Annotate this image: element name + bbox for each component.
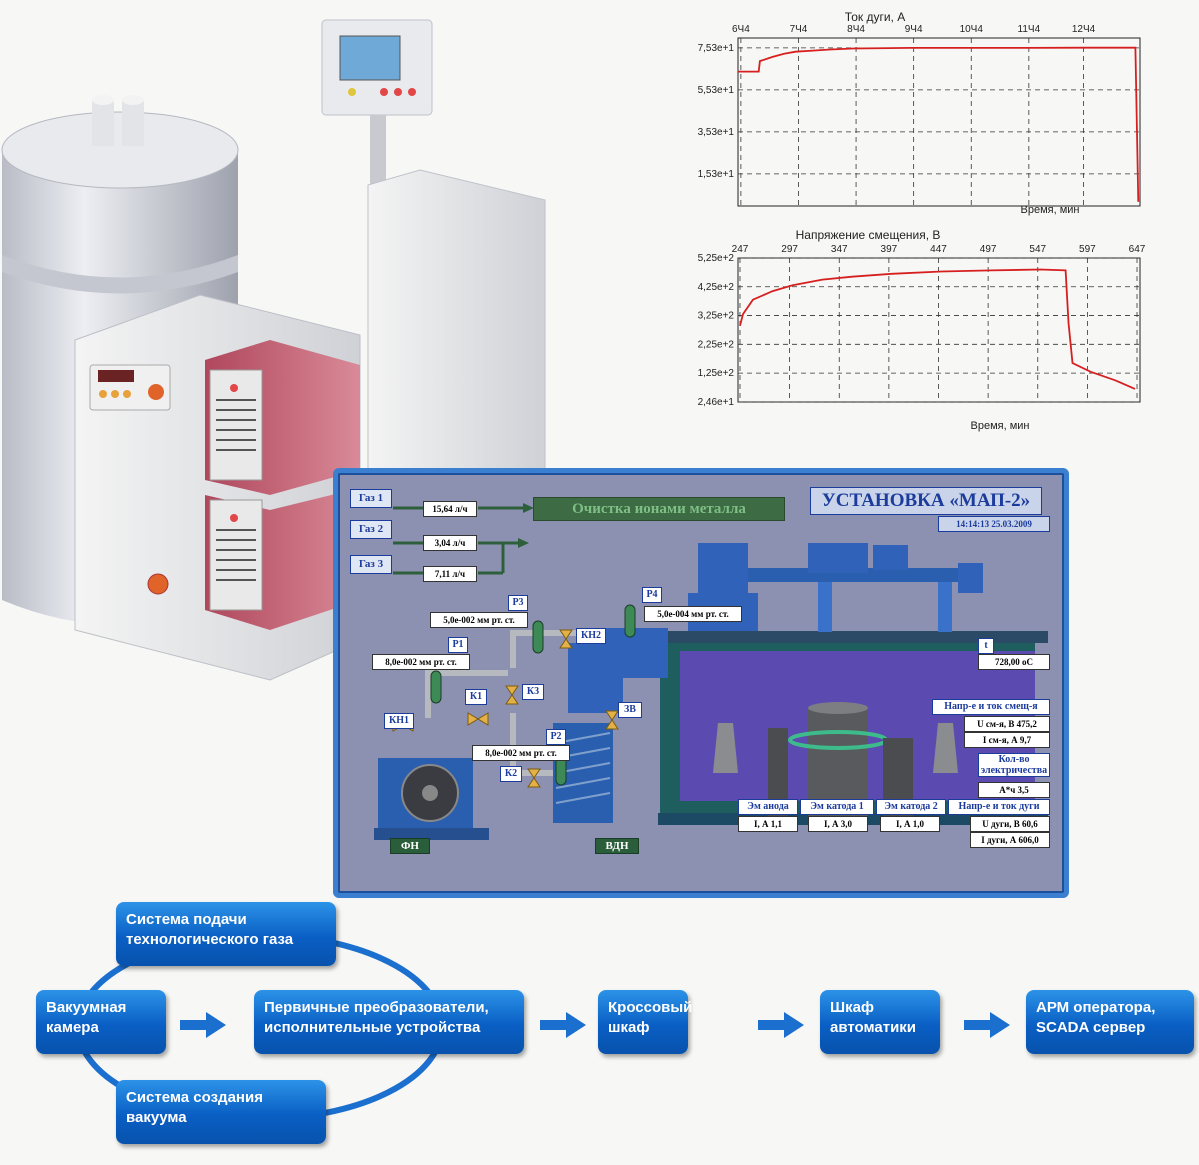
emitter-cathode-1-title: Эм катода 1 xyxy=(800,799,874,815)
plot-frame xyxy=(737,37,1141,207)
gas-1-label: Газ 1 xyxy=(350,489,392,508)
arc-current: I дуги, А 606,0 xyxy=(970,832,1050,848)
flow-arrow-icon xyxy=(180,1012,226,1038)
x-axis-label: Время, мин xyxy=(1020,204,1080,216)
valve-kn2[interactable]: КН2 xyxy=(576,628,606,644)
x-tick-label: 10Ч4 xyxy=(960,24,984,35)
gas-3-label: Газ 3 xyxy=(350,555,392,574)
sensor-p2-value: 8,0e-002 мм рт. ст. xyxy=(472,745,570,761)
sensor-p1-value: 8,0e-002 мм рт. ст. xyxy=(372,654,470,670)
emitter-anode-value: I, А 1,1 xyxy=(738,816,798,832)
emitter-anode-title: Эм анода xyxy=(738,799,798,815)
gas-2-flow: 3,04 л/ч xyxy=(423,535,477,551)
vacuum-system: Система создания вакуума xyxy=(116,1080,326,1144)
y-tick-label: 5,53e+1 xyxy=(698,85,735,96)
temperature-value: 728,00 оС xyxy=(978,654,1050,670)
sensor-p1-label: P1 xyxy=(448,637,468,653)
sensor-p3-value: 5,0e-002 мм рт. ст. xyxy=(430,612,528,628)
gas-1-flow: 15,64 л/ч xyxy=(423,501,477,517)
emitter-cathode-2-value: I, А 1,0 xyxy=(880,816,940,832)
y-tick-label: 7,53e+1 xyxy=(698,43,735,54)
arc-current-chart: Ток дуги, А 6Ч4 7Ч4 8Ч4 9Ч4 10Ч4 11Ч4 12Ч4 7,53… xyxy=(680,8,1180,218)
valve-k1[interactable]: К1 xyxy=(465,689,487,705)
installation-title: УСТАНОВКА «МАП-2» xyxy=(810,487,1042,515)
emitter-cathode-2-title: Эм катода 2 xyxy=(876,799,946,815)
y-tick-label: 4,25e+2 xyxy=(698,282,735,293)
arc-voltage: U дуги, В 60,6 xyxy=(970,816,1050,832)
sensor-p3-label: P3 xyxy=(508,595,528,611)
x-tick-label: 12Ч4 xyxy=(1072,24,1096,35)
valve-k3[interactable]: К3 xyxy=(522,684,544,700)
scada-screen: Очистка ионами металла УСТАНОВКА «МАП-2»… xyxy=(333,468,1069,898)
sensor-p4-value: 5,0e-004 мм рт. ст. xyxy=(644,606,742,622)
y-tick-label: 3,53e+1 xyxy=(698,127,735,138)
x-axis-label: Время, мин xyxy=(970,420,1030,432)
chart-title: Напряжение смещения, В xyxy=(795,228,941,242)
charge-value: А*ч 3,5 xyxy=(978,782,1050,798)
sensor-p4-label: P4 xyxy=(642,587,662,603)
bias-current: I см-я, А 9,7 xyxy=(964,732,1050,748)
scada-datetime: 14:14:13 25.03.2009 xyxy=(938,516,1050,532)
emitter-cathode-1-value: I, А 3,0 xyxy=(808,816,868,832)
x-tick-label: 9Ч4 xyxy=(905,24,923,35)
gas-3-flow: 7,11 л/ч xyxy=(423,566,477,582)
y-tick-label: 1,53e+1 xyxy=(698,169,735,180)
charge-title: Кол-во электричества xyxy=(978,753,1050,777)
x-tick-label: 447 xyxy=(930,244,947,255)
y-tick-label: 3,25e+2 xyxy=(698,311,735,322)
x-tick-label: 7Ч4 xyxy=(790,24,808,35)
x-tick-label: 397 xyxy=(881,244,898,255)
x-tick-label: 597 xyxy=(1079,244,1096,255)
x-tick-label: 347 xyxy=(831,244,848,255)
bias-voltage-chart: Напряжение смещения, В 247 297 347 397 447 49… xyxy=(680,226,1180,441)
flow-arrow-icon xyxy=(758,1012,804,1038)
temperature-label: t xyxy=(978,638,994,654)
y-tick-label: 1,25e+2 xyxy=(698,368,735,379)
pump-fn-label: ФН xyxy=(390,838,430,854)
y-tick-label: 2,46e+1 xyxy=(698,397,735,408)
x-tick-label: 11Ч4 xyxy=(1018,24,1041,35)
plot-frame xyxy=(737,257,1141,403)
x-tick-label: 6Ч4 xyxy=(732,24,750,35)
mode-banner: Очистка ионами металла xyxy=(533,497,785,521)
valve-k2[interactable]: К2 xyxy=(500,766,522,782)
valve-kn1[interactable]: КН1 xyxy=(384,713,414,729)
flow-arrow-icon xyxy=(540,1012,586,1038)
x-tick-label: 8Ч4 xyxy=(847,24,865,35)
operator-workstation: АРМ оператора, SCADA сервер xyxy=(1026,990,1194,1054)
sensor-p2-label: P2 xyxy=(546,729,566,745)
bias-title: Напр-е и ток смещ-я xyxy=(932,699,1050,715)
y-tick-label: 2,25e+2 xyxy=(698,339,735,350)
y-tick-label: 5,25e+2 xyxy=(698,253,735,264)
bias-voltage: U см-я, В 475,2 xyxy=(964,716,1050,732)
chart-title: Ток дуги, А xyxy=(844,10,906,24)
x-tick-label: 547 xyxy=(1029,244,1046,255)
x-tick-label: 297 xyxy=(781,244,798,255)
arc-current-plot: 6Ч4 7Ч4 8Ч4 9Ч4 10Ч4 11Ч4 12Ч4 7,53e+1 5,53e+1 3,… xyxy=(698,24,1141,207)
x-tick-label: 497 xyxy=(980,244,997,255)
flow-arrow-icon xyxy=(964,1012,1010,1038)
bias-voltage-plot: 247 297 347 397 447 497 547 597 647 5,25e+2 4,25e+… xyxy=(698,244,1146,408)
vacuum-chamber: Вакуумная камера xyxy=(36,990,166,1054)
primary-transducers: Первичные преобразователи, исполнительны… xyxy=(254,990,524,1054)
x-tick-label: 647 xyxy=(1129,244,1146,255)
gas-supply-system: Система подачи технологического газа xyxy=(116,902,336,966)
series-line xyxy=(739,268,1136,390)
pump-vdn-label: ВДН xyxy=(595,838,639,854)
valve-zv[interactable]: ЗВ xyxy=(618,702,642,718)
gas-2-label: Газ 2 xyxy=(350,520,392,539)
x-tick-label: 247 xyxy=(732,244,749,255)
automation-cabinet: Шкаф автоматики xyxy=(820,990,940,1054)
cross-cabinet: Кроссовый шкаф xyxy=(598,990,692,1054)
series-line xyxy=(738,46,1140,202)
arc-title: Напр-е и ток дуги xyxy=(948,799,1050,815)
